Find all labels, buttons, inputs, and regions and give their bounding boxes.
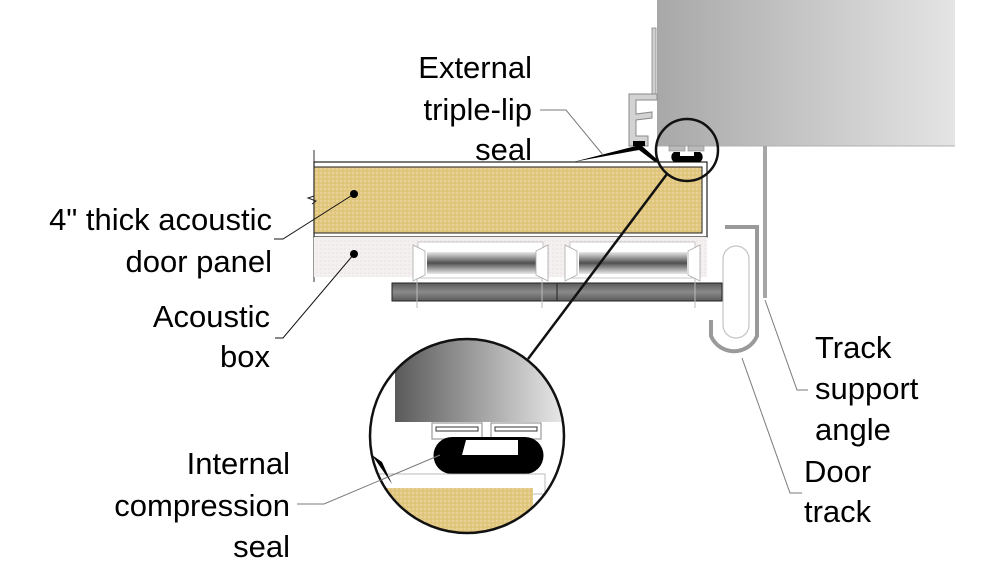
external-triple-lip-seal [573, 141, 660, 162]
label-external-seal: External triple-lip seal [418, 50, 532, 167]
door-panel [306, 150, 708, 282]
leader-lines [274, 109, 808, 505]
internal-seal-small [668, 145, 705, 162]
label-line: Internal [187, 446, 290, 481]
label-line: seal [475, 132, 532, 167]
label-line: 4" thick acoustic [49, 202, 272, 237]
detail-callout-line [527, 173, 668, 360]
label-internal-seal: Internal compression seal [114, 446, 290, 564]
label-line: angle [815, 412, 891, 447]
label-track-support: Track support angle [815, 330, 919, 447]
label-acoustic-box: Acoustic box [153, 299, 271, 374]
label-door-track: Door track [804, 454, 872, 529]
door-track [709, 225, 759, 354]
label-line: seal [233, 529, 290, 564]
roller-right [564, 241, 701, 282]
label-line: box [220, 339, 270, 374]
acoustic-box [314, 237, 723, 308]
label-line: compression [114, 488, 290, 523]
label-line: Track [815, 330, 892, 365]
label-line: support [815, 371, 919, 406]
label-door-panel: 4" thick acoustic door panel [49, 202, 272, 279]
label-line: Acoustic [153, 299, 270, 334]
label-line: track [804, 494, 872, 529]
label-line: door panel [125, 244, 272, 279]
door-frame [628, 0, 955, 147]
guide-bar [391, 278, 723, 308]
label-line: Door [804, 454, 871, 489]
label-line: triple-lip [423, 92, 532, 127]
track-support-angle [763, 146, 767, 298]
label-line: External [418, 50, 532, 85]
magnified-seal-detail [368, 337, 566, 535]
roller-left [412, 241, 549, 282]
detail-callout-circle [654, 117, 720, 183]
